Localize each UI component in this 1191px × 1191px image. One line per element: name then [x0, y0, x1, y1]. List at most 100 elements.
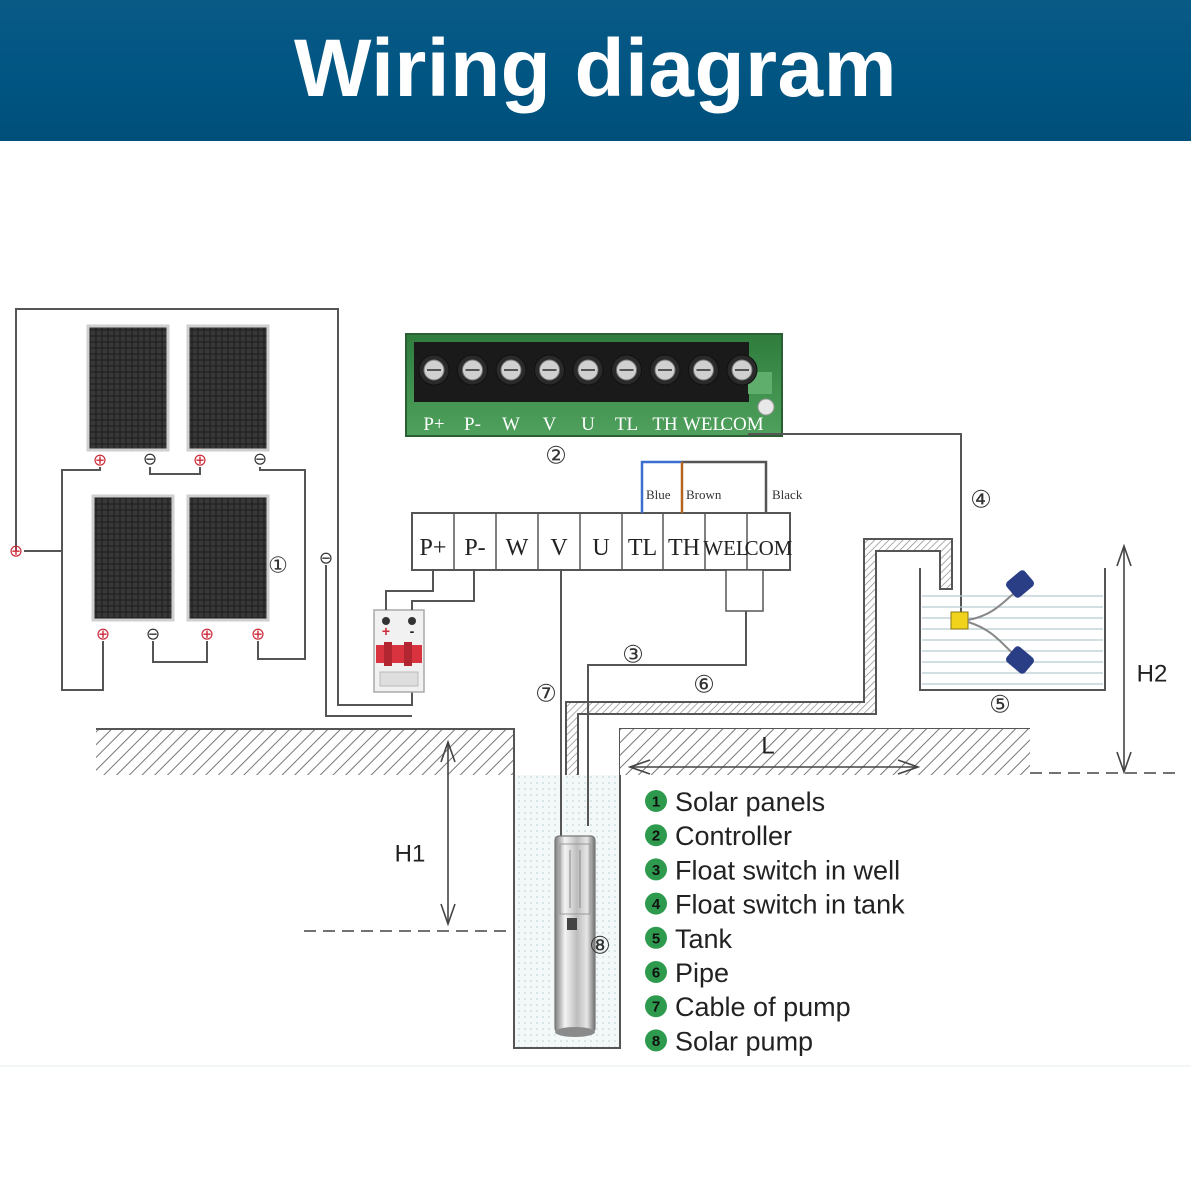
dimension-label-h2: H2	[1137, 661, 1168, 688]
callout-4: ④	[970, 487, 992, 514]
terminal-screw	[572, 354, 604, 386]
dimension-label-h1: H1	[395, 841, 426, 868]
legend-number: 5	[652, 930, 660, 947]
dimension-label-l: L	[761, 733, 774, 760]
terminal-screw	[649, 354, 681, 386]
plus-sign: ⊕	[251, 625, 265, 644]
page-title: Wiring diagram	[293, 23, 898, 114]
water-tank	[919, 568, 1106, 691]
plus-sign: ⊕	[96, 625, 110, 644]
board-terminal-label: WEL	[683, 414, 724, 435]
terminal-label: P-	[464, 535, 485, 561]
pump-cables	[560, 570, 747, 836]
legend-badge	[645, 790, 667, 812]
dimension-l	[627, 759, 921, 775]
legend-label: Solar panels	[675, 787, 825, 817]
legend-label: Tank	[675, 924, 733, 954]
solar-panel-top-left	[86, 324, 170, 452]
panel-terminals: ⊕ ⊖ ⊕ ⊖ ⊕ ⊖ ⊕ ⊕ ⊕ ⊖	[9, 450, 333, 644]
legend-number: 6	[652, 965, 660, 982]
board-terminal-label: V	[543, 414, 557, 435]
board-terminal-label: TL	[615, 414, 638, 435]
terminal-label: TH	[668, 535, 700, 561]
wire-label-blue: Blue	[646, 487, 671, 502]
panel-wiring	[15, 308, 413, 717]
legend-item: 5 Tank	[645, 924, 733, 954]
plus-sign: ⊕	[93, 451, 107, 470]
terminal-screw	[726, 354, 758, 386]
water-pipe	[565, 538, 953, 837]
callout-3: ③	[622, 642, 644, 669]
wire-label-brown: Brown	[686, 487, 722, 502]
solar-pump	[554, 835, 596, 1037]
solar-panel-bottom-right	[186, 494, 270, 622]
header-banner: Wiring diagram	[0, 0, 1191, 141]
legend-badge	[645, 858, 667, 881]
terminal-screw	[611, 354, 642, 386]
terminal-label: W	[506, 535, 529, 561]
board-terminal-label: COM	[720, 414, 763, 435]
float-switch-wires	[640, 460, 768, 513]
dimension-h1	[304, 739, 512, 932]
callout-7: ⑦	[535, 681, 557, 708]
dimension-h2	[1030, 543, 1178, 775]
callout-8: ⑧	[589, 933, 611, 960]
terminal-label: V	[550, 535, 568, 561]
plus-sign: ⊕	[193, 451, 207, 470]
legend-label: Pipe	[675, 958, 729, 988]
board-terminal-label: W	[502, 414, 520, 435]
wire-label-black: Black	[772, 487, 803, 502]
minus-sign: ⊖	[319, 549, 333, 568]
board-terminal-label: P+	[423, 414, 444, 435]
svg-text:+: +	[382, 623, 390, 639]
svg-text:-: -	[410, 623, 415, 639]
callout-6: ⑥	[693, 672, 715, 699]
dc-breaker: + -	[373, 609, 425, 693]
legend-item: 2 Controller	[645, 821, 792, 851]
legend-item: 4 Float switch in tank	[645, 890, 905, 920]
solar-panel-top-right	[186, 324, 270, 452]
plus-sign: ⊕	[9, 542, 23, 561]
legend-label: Float switch in tank	[675, 890, 905, 920]
terminal-label: P+	[420, 535, 447, 561]
legend-label: Cable of pump	[675, 992, 851, 1022]
legend-item: 6 Pipe	[645, 958, 729, 988]
legend-badge	[645, 824, 667, 847]
legend-number: 4	[652, 896, 661, 913]
terminal-screw	[688, 354, 719, 386]
legend-number: 8	[652, 1033, 660, 1050]
legend-item: 7 Cable of pump	[645, 992, 851, 1022]
callout-5: ⑤	[989, 692, 1011, 719]
tank-float-cable	[748, 433, 962, 618]
minus-sign: ⊖	[253, 450, 267, 469]
legend-badge	[645, 1029, 667, 1052]
legend-number: 2	[652, 828, 660, 845]
board-terminal-label: P-	[464, 414, 481, 435]
terminal-screw	[418, 354, 450, 386]
legend-label: Controller	[675, 821, 792, 851]
legend-badge	[645, 961, 667, 983]
legend-badge	[645, 995, 667, 1018]
board-terminal-label: U	[581, 414, 595, 435]
minus-sign: ⊖	[143, 450, 157, 469]
terminal-screw	[534, 354, 565, 386]
legend-number: 7	[652, 999, 660, 1016]
terminal-label: U	[592, 535, 609, 561]
terminal-screw	[495, 354, 527, 386]
plus-sign: ⊕	[200, 625, 214, 644]
callout-2: ②	[545, 443, 567, 470]
legend-number: 1	[652, 794, 660, 811]
callout-1: ①	[268, 553, 288, 578]
board-terminal-label: TH	[652, 414, 678, 435]
legend-item: 1 Solar panels	[645, 787, 825, 817]
breaker-wiring	[385, 570, 475, 610]
solar-panel-bottom-left	[91, 494, 175, 622]
terminal-label: COM	[745, 536, 793, 560]
legend-label: Float switch in well	[675, 855, 900, 885]
